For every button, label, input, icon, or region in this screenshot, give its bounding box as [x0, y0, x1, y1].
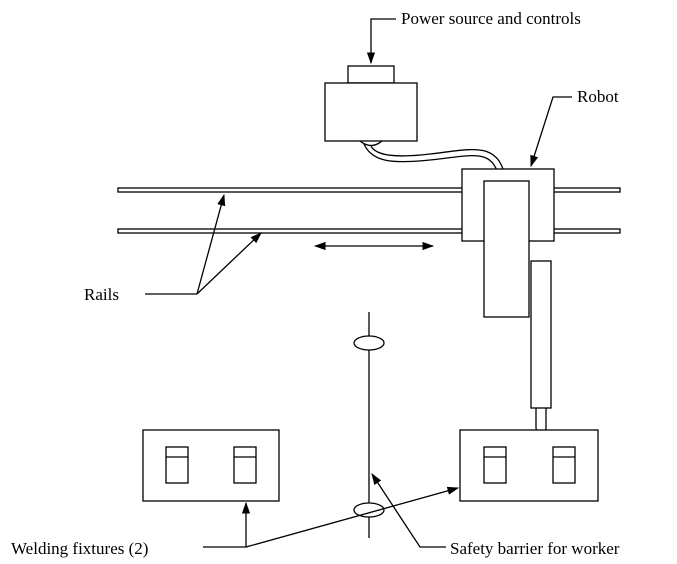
fixture-right-slot-1 — [483, 446, 507, 484]
rail-upper — [117, 187, 621, 193]
fixture-left-slot-1 — [165, 446, 189, 484]
rail-lower — [117, 228, 621, 234]
power-source-top — [347, 65, 395, 84]
fixture-left-base — [142, 429, 280, 502]
leader-power — [366, 18, 396, 65]
leader-rails-lower — [196, 232, 262, 295]
robot-column — [483, 180, 530, 318]
label-robot: Robot — [577, 87, 619, 106]
rails — [117, 187, 621, 234]
power-source-unit — [324, 65, 418, 147]
leader-barrier — [371, 473, 446, 548]
labels: Power source and controls Robot Rails We… — [11, 9, 620, 558]
leader-lines — [145, 18, 572, 548]
robot — [461, 168, 555, 453]
leader-rails-upper — [196, 193, 226, 295]
welding-fixture-right — [459, 429, 599, 502]
power-cable — [363, 143, 507, 183]
fixture-right-base — [459, 429, 599, 502]
label-safety-barrier: Safety barrier for worker — [450, 539, 620, 558]
label-power-source: Power source and controls — [401, 9, 581, 28]
leader-fixtures-left — [203, 501, 251, 548]
leader-robot — [530, 96, 572, 168]
welding-fixture-left — [142, 429, 280, 502]
label-rails: Rails — [84, 285, 119, 304]
robot-arm — [530, 260, 552, 409]
leader-fixtures-right — [245, 486, 460, 548]
fixture-left-slot-2 — [233, 446, 257, 484]
fixture-right-slot-2 — [552, 446, 576, 484]
barrier-post-lower — [353, 502, 385, 518]
power-source-connector — [359, 140, 383, 147]
label-welding-fixtures: Welding fixtures (2) — [11, 539, 148, 558]
power-source-body — [324, 82, 418, 142]
barrier-post-upper — [353, 335, 385, 351]
safety-barrier — [353, 312, 385, 538]
